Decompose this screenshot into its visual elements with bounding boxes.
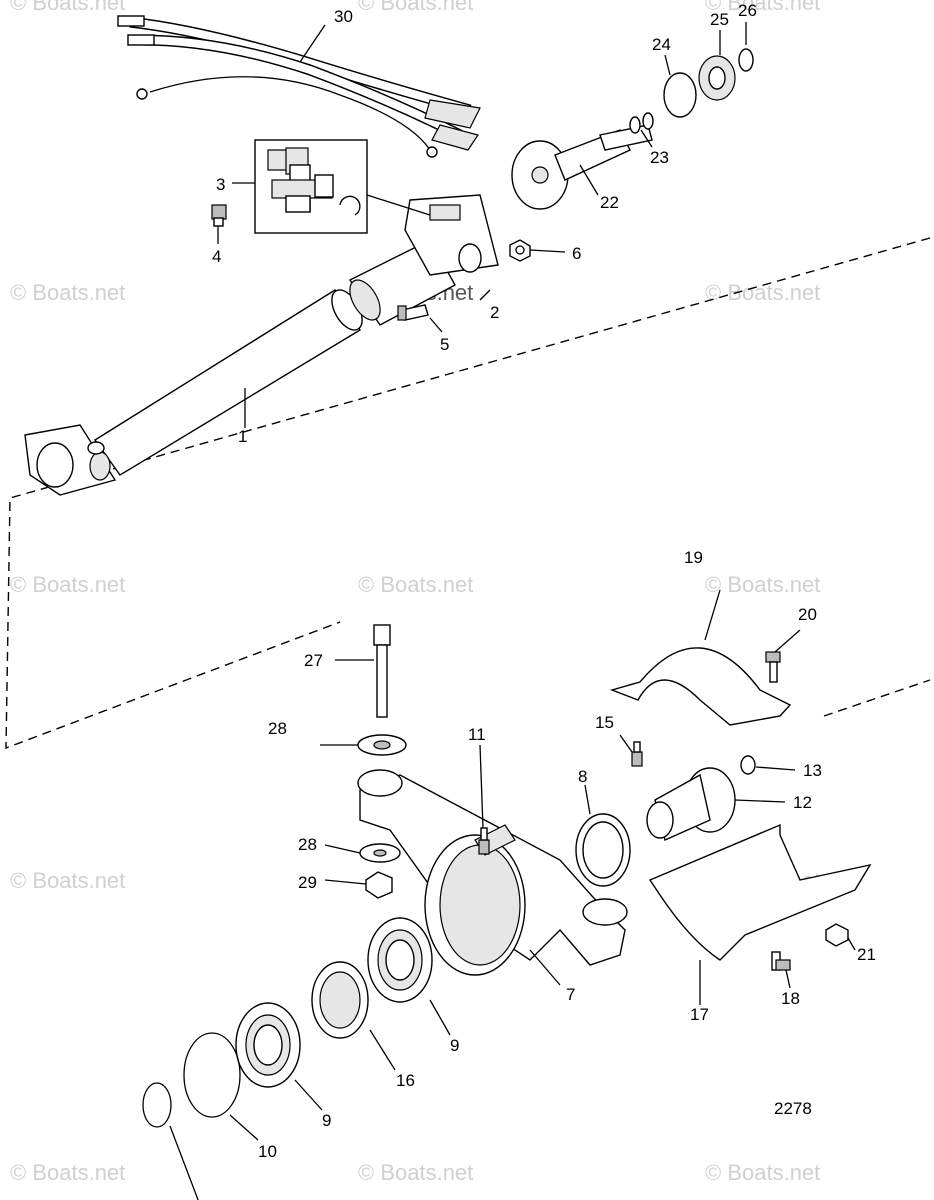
- callout-6: 6: [572, 244, 581, 263]
- callout-15: 15: [595, 713, 614, 732]
- nut: [825, 923, 849, 947]
- callout-29: 29: [298, 873, 317, 892]
- callout-16: 16: [396, 1071, 415, 1090]
- callout-9b: 9: [322, 1111, 331, 1130]
- callout-28b: 28: [298, 835, 317, 854]
- callout-21: 21: [857, 945, 876, 964]
- bolt: [397, 304, 429, 321]
- assembly-boundary: [823, 679, 931, 717]
- callout-13: 13: [803, 761, 822, 780]
- o-ring: [740, 755, 756, 775]
- retaining-ring: [142, 1082, 172, 1128]
- snap-ring: [183, 1032, 241, 1118]
- snap-ring: [663, 72, 697, 118]
- watermark: © Boats.net: [358, 1160, 473, 1185]
- bearing-housing: [357, 769, 628, 976]
- watermark: © Boats.net: [705, 572, 820, 597]
- callout-24: 24: [652, 35, 671, 54]
- o-ring: [642, 112, 654, 130]
- callout-11: 11: [468, 725, 486, 744]
- leader-lines: [169, 22, 856, 1200]
- grease-fitting: [211, 204, 227, 227]
- assembly-boundary: [5, 237, 931, 750]
- callout-10: 10: [258, 1142, 277, 1161]
- callout-27: 27: [304, 651, 323, 670]
- watermark: © Boats.net: [10, 572, 125, 597]
- grease-fitting: [478, 827, 490, 855]
- callout-18: 18: [781, 989, 800, 1008]
- callout-7: 7: [566, 985, 575, 1004]
- callout-5: 5: [440, 335, 449, 354]
- watermark: © Boats.net: [705, 0, 820, 15]
- watermark: © Boats.net: [705, 280, 820, 305]
- callout-28: 28: [268, 719, 287, 738]
- callout-17: 17: [690, 1005, 709, 1024]
- watermarks: © Boats.net © Boats.net © Boats.net © Bo…: [10, 0, 820, 1185]
- sleeve: [311, 961, 369, 1039]
- u-joint-kit: [254, 139, 368, 234]
- watermark: © Boats.net: [10, 1160, 125, 1185]
- seal-ring-stack: [629, 48, 754, 134]
- watermark: © Boats.net: [10, 868, 125, 893]
- callout-4: 4: [212, 247, 221, 266]
- grease-fitting: [631, 741, 643, 767]
- shaft-tube: [93, 289, 361, 476]
- callout-30: 30: [334, 7, 353, 26]
- callout-3: 3: [216, 175, 225, 194]
- retaining-ring: [738, 48, 754, 72]
- callout-labels: 30 3 4 2 5 6 1 22 23 24 25 26 27 28 28 2…: [212, 1, 876, 1161]
- callout-12: 12: [793, 793, 812, 812]
- watermark: © Boats.net: [10, 0, 125, 15]
- flange-shaft: [646, 767, 736, 841]
- watermark: © Boats.net: [705, 1160, 820, 1185]
- watermark: © Boats.net: [358, 0, 473, 15]
- callout-19: 19: [684, 548, 703, 567]
- watermark: © Boats.net: [358, 572, 473, 597]
- callout-20: 20: [798, 605, 817, 624]
- o-ring: [629, 116, 641, 134]
- callout-2: 2: [490, 303, 499, 322]
- callout-26: 26: [738, 1, 757, 20]
- callout-25: 25: [710, 10, 729, 29]
- figure-number: 2278: [774, 1099, 812, 1118]
- lock-nut: [365, 871, 393, 899]
- upper-clamp: [609, 647, 792, 726]
- callout-9: 9: [450, 1036, 459, 1055]
- callout-1: 1: [238, 427, 247, 446]
- nut: [509, 239, 531, 262]
- bolt: [771, 951, 791, 971]
- bearing: [367, 917, 433, 1003]
- lower-clamp: [648, 823, 872, 961]
- driveshaft: [24, 194, 499, 496]
- input-shaft: [511, 124, 653, 210]
- long-bolt: [373, 624, 391, 718]
- bearing: [235, 1002, 301, 1088]
- callout-22: 22: [600, 193, 619, 212]
- watermark: © Boats.net: [10, 280, 125, 305]
- wiring-harness: [117, 15, 481, 158]
- callout-23: 23: [650, 148, 669, 167]
- bolt: [765, 651, 781, 683]
- callout-8: 8: [578, 767, 587, 786]
